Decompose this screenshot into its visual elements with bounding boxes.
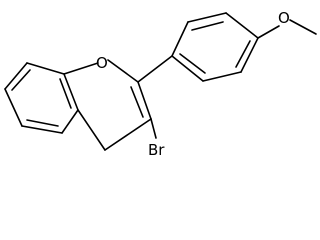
bond bbox=[21, 125, 63, 134]
bond bbox=[63, 62, 99, 75]
bond bbox=[61, 109, 79, 134]
bond bbox=[26, 62, 65, 75]
bond bbox=[4, 88, 23, 127]
methoxy-bond bbox=[257, 25, 280, 39]
bond bbox=[202, 71, 242, 82]
pyran-ring bbox=[63, 59, 152, 151]
chemical-structure-diagram: O O Br bbox=[4, 9, 317, 158]
bond bbox=[171, 55, 204, 82]
methoxyphenyl-ring bbox=[171, 12, 259, 82]
bromine-label: Br bbox=[148, 141, 165, 158]
bond bbox=[137, 81, 152, 120]
bond bbox=[107, 59, 139, 83]
double-bond-line bbox=[130, 86, 144, 118]
methyl-bond bbox=[289, 19, 317, 35]
bond bbox=[77, 109, 106, 151]
bond bbox=[225, 12, 259, 39]
bond bbox=[104, 118, 152, 151]
bromine-bond bbox=[150, 118, 157, 139]
bond bbox=[63, 73, 79, 111]
double-bond-line bbox=[26, 119, 59, 127]
double-bond-line bbox=[11, 69, 31, 91]
double-bond-line bbox=[179, 53, 206, 74]
bond bbox=[240, 37, 259, 73]
double-bond-line bbox=[235, 40, 251, 68]
bond bbox=[4, 62, 28, 90]
bond bbox=[171, 21, 189, 57]
methoxy-oxygen-label: O bbox=[278, 9, 290, 27]
ring-oxygen-label: O bbox=[96, 54, 108, 72]
benzo-ring bbox=[4, 62, 79, 134]
double-bond-line bbox=[59, 78, 72, 109]
bond bbox=[187, 12, 227, 23]
double-bond-line bbox=[191, 21, 224, 31]
aryl-bond bbox=[137, 55, 173, 83]
